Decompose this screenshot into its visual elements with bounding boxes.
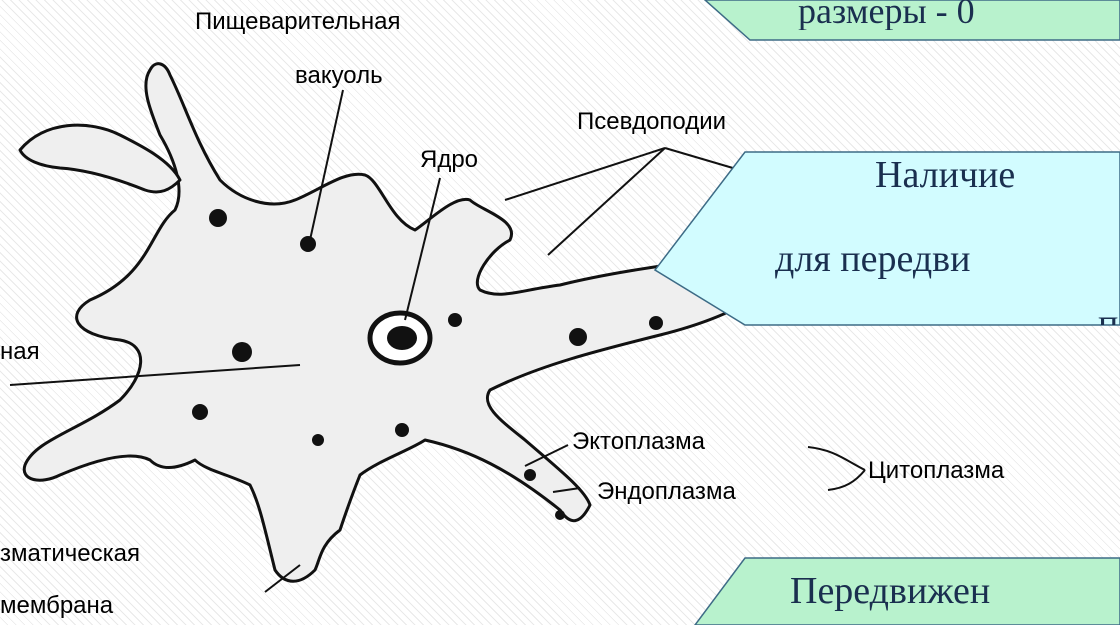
label-endoplasm: Эндоплазма	[597, 478, 736, 506]
middle-banner-line1: Наличие	[875, 152, 1015, 198]
nucleus	[370, 313, 430, 363]
label-membrane-line2: мембрана	[0, 592, 113, 620]
label-nucleus: Ядро	[420, 146, 478, 174]
label-membrane-line1: зматическая	[0, 540, 140, 568]
bottom-banner-text: Передвижен	[790, 568, 990, 614]
middle-banner-line3: п	[1098, 300, 1118, 325]
label-ectoplasm: Эктоплазма	[572, 428, 705, 456]
label-digestive-vacuole-line2: вакуоль	[295, 62, 383, 90]
label-cytoplasm: Цитоплазма	[868, 457, 1004, 485]
label-pseudopodia: Псевдоподии	[577, 108, 726, 136]
top-banner-text: размеры - 0	[798, 0, 975, 30]
label-left-cut: ная	[0, 338, 40, 366]
label-digestive-vacuole-line1: Пищеварительная	[195, 8, 400, 36]
middle-banner-line2: для передви	[775, 236, 970, 282]
